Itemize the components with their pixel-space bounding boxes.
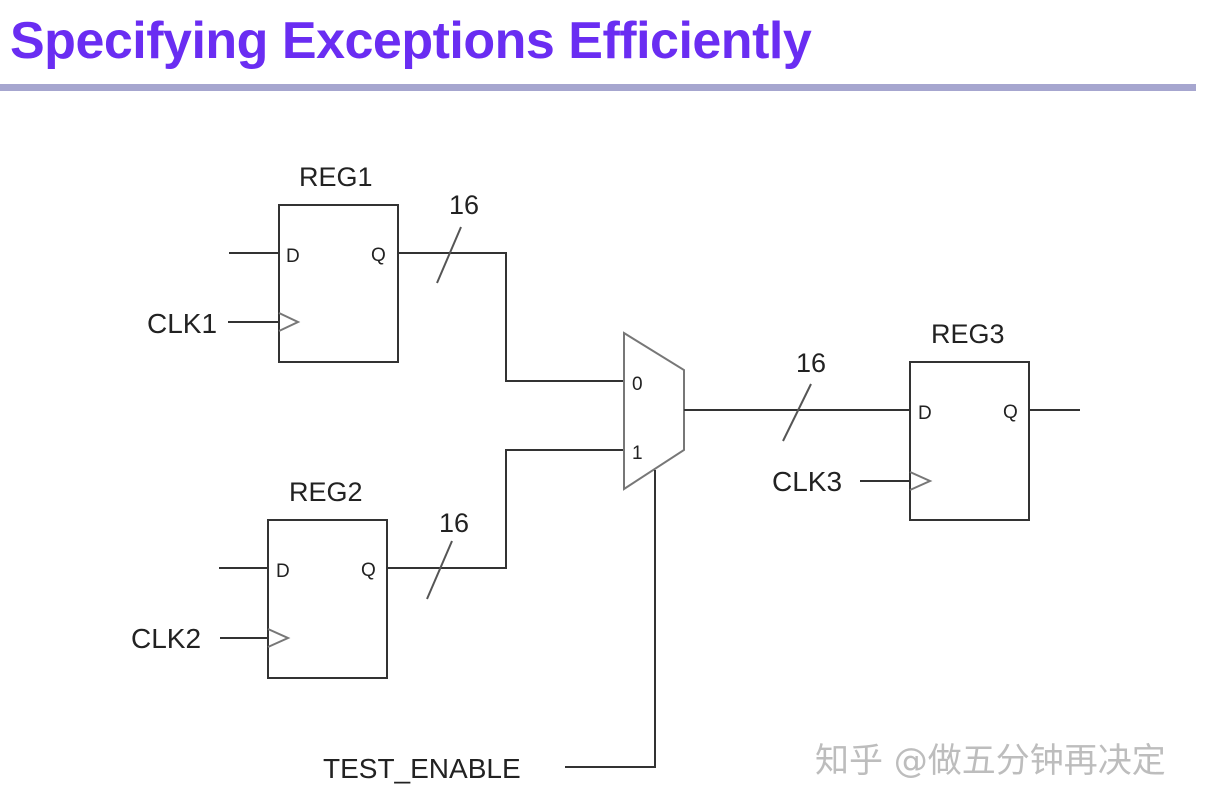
reg2-to-mux-wire	[387, 449, 624, 569]
title-divider	[0, 84, 1196, 91]
test-enable-wire	[565, 470, 656, 768]
bus-width-reg2: 16	[439, 508, 469, 538]
mux-input-1-label: 1	[632, 443, 643, 464]
reg2-q-pin: Q	[361, 560, 376, 581]
reg3-q-pin: Q	[1003, 402, 1018, 423]
reg2-box	[267, 519, 388, 679]
clk2-label: CLK2	[131, 623, 201, 654]
reg2-label: REG2	[289, 477, 363, 507]
reg1-d-pin: D	[286, 246, 300, 267]
clk3-label: CLK3	[772, 466, 842, 497]
page-title: Specifying Exceptions Efficiently	[10, 12, 812, 70]
reg3-label: REG3	[931, 319, 1005, 349]
mux-shape	[623, 331, 685, 491]
bus-slash-reg1	[436, 226, 462, 284]
reg1-clock-triangle-icon	[278, 312, 301, 332]
bus-slash-reg3	[782, 383, 812, 442]
reg2-d-pin: D	[276, 561, 290, 582]
reg3-clock-triangle-icon	[909, 471, 933, 491]
reg3-d-pin: D	[918, 403, 932, 424]
reg2-clock-triangle-icon	[267, 628, 291, 648]
bus-slash-reg2	[426, 540, 453, 600]
mux-input-0-label: 0	[632, 374, 643, 395]
reg1-to-mux-wire	[398, 252, 624, 382]
reg1-q-pin: Q	[371, 245, 386, 266]
reg1-box	[278, 204, 399, 363]
watermark: 知乎 @做五分钟再决定	[815, 741, 1166, 781]
reg1-label: REG1	[299, 162, 373, 192]
reg3-box	[909, 361, 1030, 521]
test-enable-label: TEST_ENABLE	[323, 753, 521, 784]
bus-width-reg1: 16	[449, 190, 479, 220]
bus-width-reg3: 16	[796, 348, 826, 378]
clk1-label: CLK1	[147, 308, 217, 339]
